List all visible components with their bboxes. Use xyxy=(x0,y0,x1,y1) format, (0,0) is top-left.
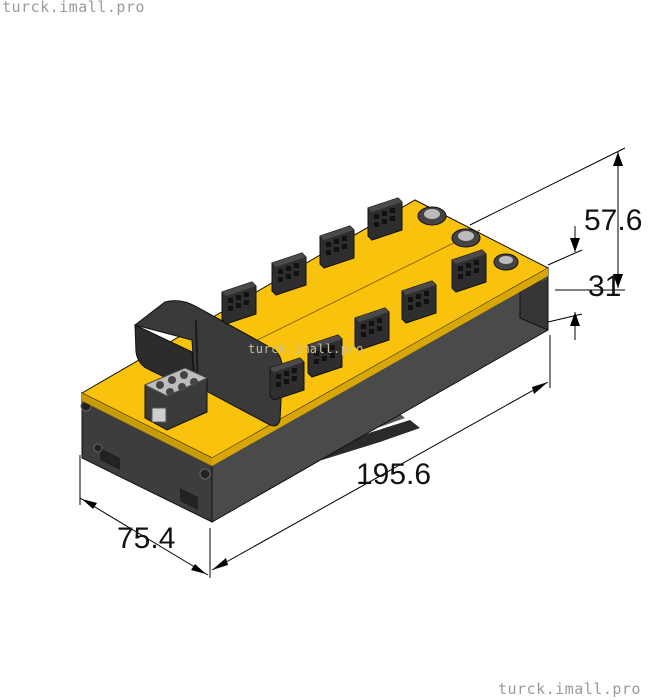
round-sockets xyxy=(417,206,519,271)
front-terminal-block xyxy=(143,367,209,431)
dimension-total-height-label: 57.6 xyxy=(584,204,642,237)
dimension-width-label: 75.4 xyxy=(117,522,175,555)
watermark-center: turck.imall.pro xyxy=(248,342,364,356)
dimension-length-label: 195.6 xyxy=(356,458,431,491)
watermark-bottom-right: turck.imall.pro xyxy=(498,680,641,698)
dimension-body-height-label: 31 xyxy=(588,270,621,303)
watermark-top-left: turck.imall.pro xyxy=(2,0,145,16)
housing-base xyxy=(80,254,549,523)
dimension-lines xyxy=(79,147,626,578)
